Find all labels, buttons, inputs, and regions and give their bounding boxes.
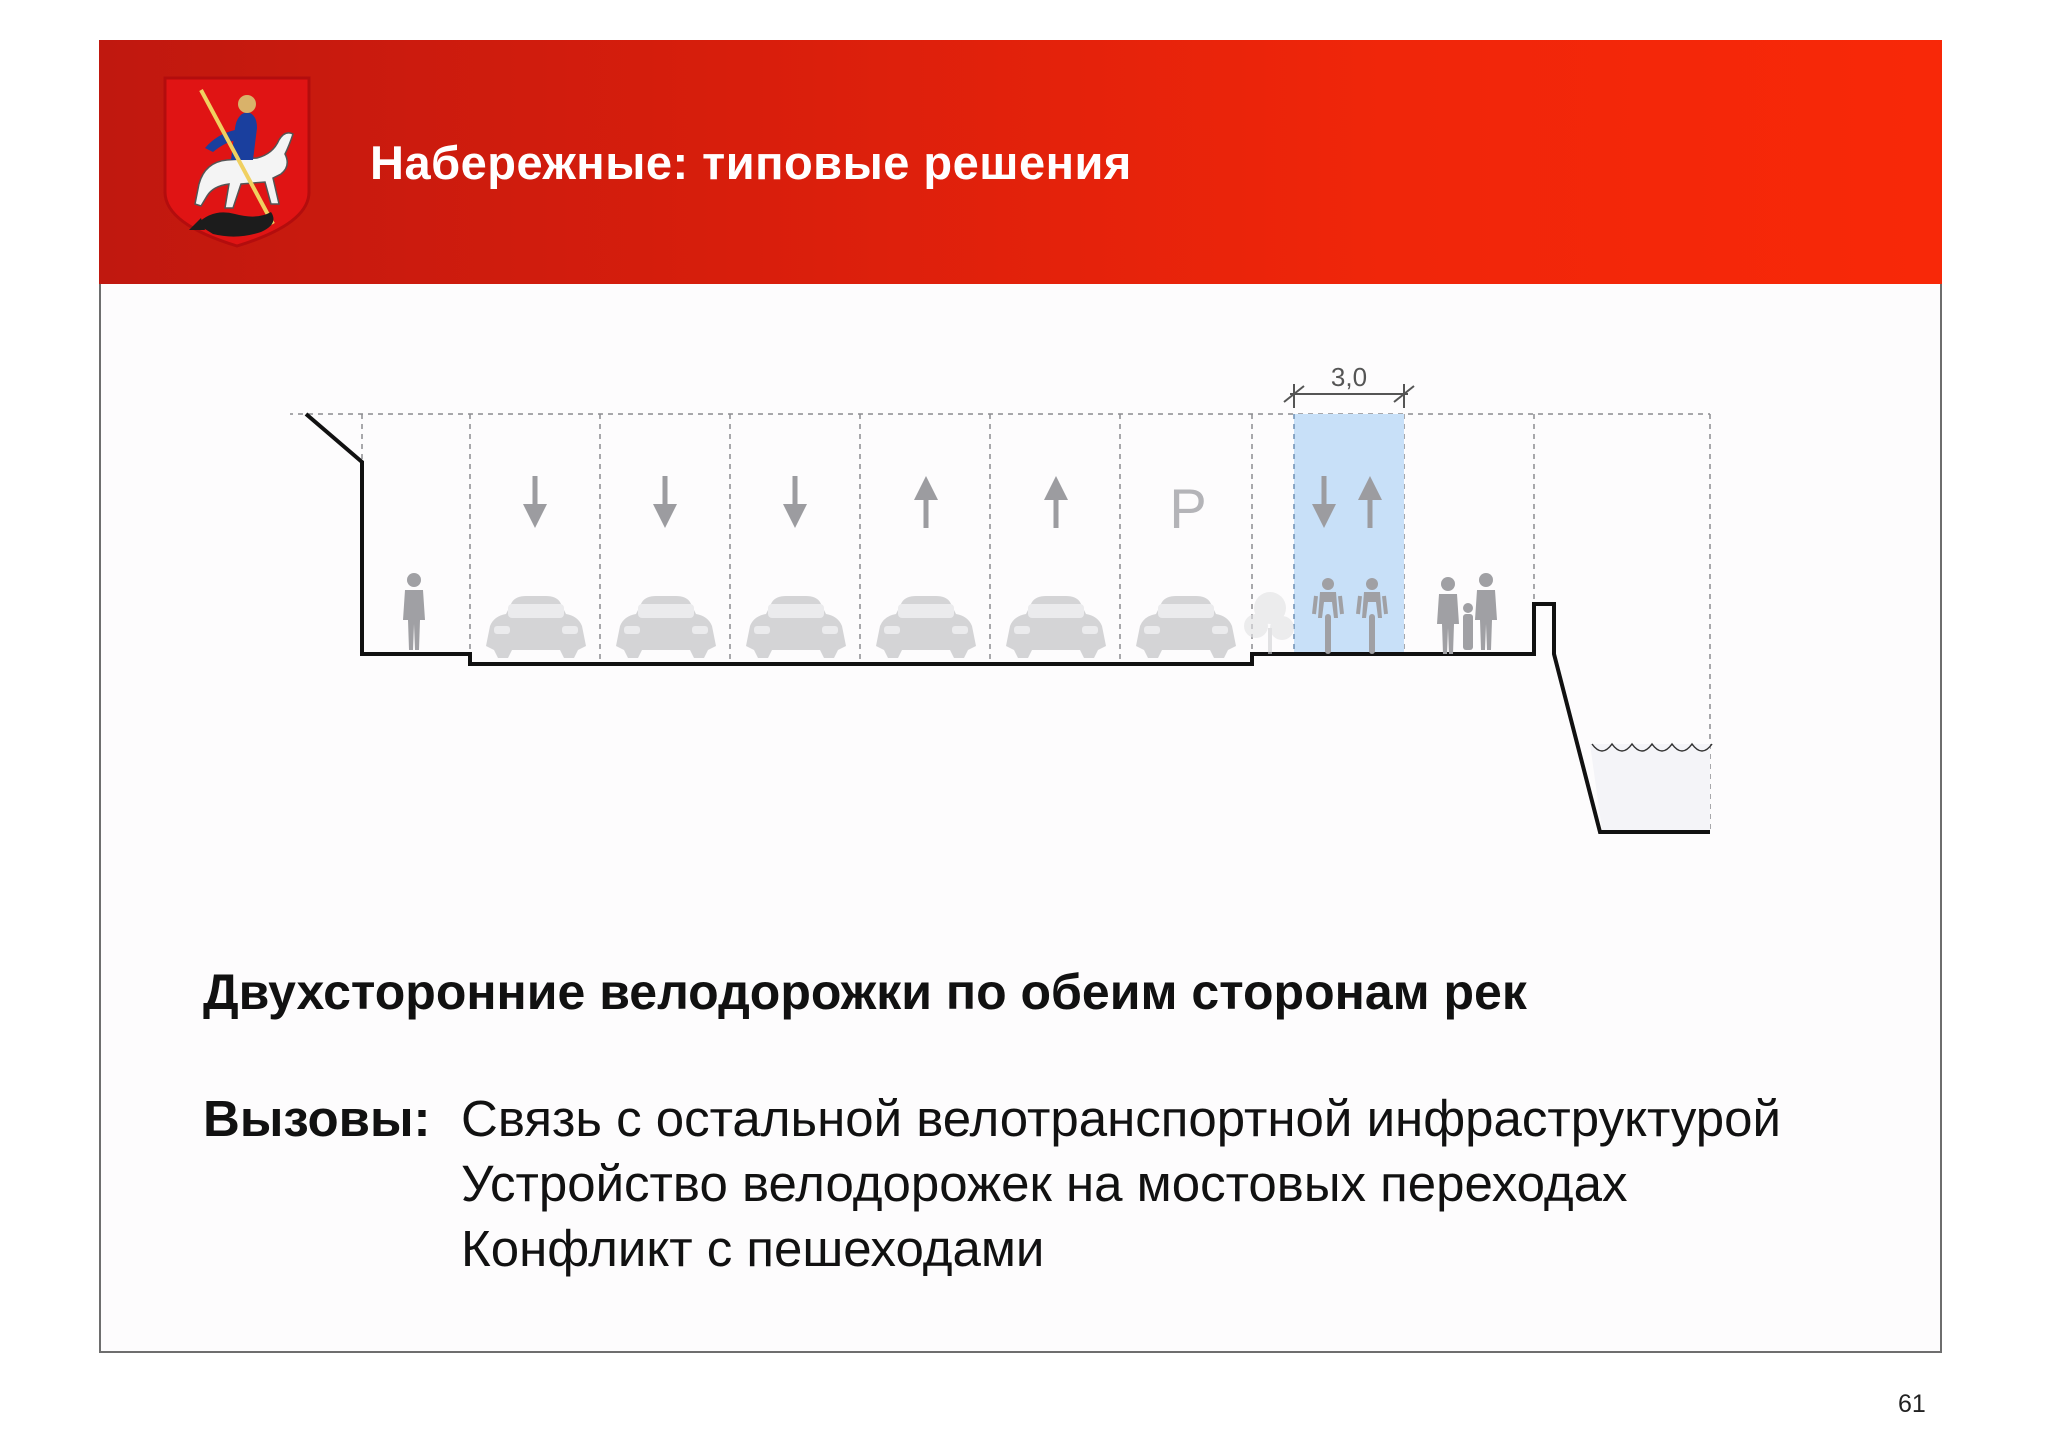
summary-heading: Двухсторонние велодорожки по обеим сторо… — [203, 964, 1527, 1020]
car-icon — [1136, 596, 1236, 658]
parking-label: P — [1169, 477, 1206, 540]
challenges-list: Связь с остальной велотранспортной инфра… — [461, 1086, 1781, 1281]
arrow-up-icon — [914, 476, 938, 528]
header-band — [99, 40, 1942, 284]
arrow-down-icon — [653, 476, 677, 528]
arrow-down-icon — [783, 476, 807, 528]
page-number: 61 — [1898, 1390, 1926, 1418]
challenges-label: Вызовы: — [203, 1090, 431, 1147]
dimension-label: 3,0 — [1331, 362, 1367, 392]
water-waves-icon — [1591, 742, 1713, 752]
moscow-coat-of-arms-icon — [163, 76, 311, 248]
car-icon — [616, 596, 716, 658]
car-icon — [746, 596, 846, 658]
challenge-item: Устройство велодорожек на мостовых перех… — [461, 1155, 1628, 1212]
tree-icon — [1244, 592, 1294, 654]
car-icon — [486, 596, 586, 658]
challenge-item: Связь с остальной велотранспортной инфра… — [461, 1090, 1782, 1147]
car-icon — [1006, 596, 1106, 658]
arrow-down-icon — [523, 476, 547, 528]
car-icon — [876, 596, 976, 658]
dimension-marker — [1283, 384, 1415, 408]
slide-title: Набережные: типовые решения — [370, 136, 1132, 189]
arrow-up-icon — [1044, 476, 1068, 528]
challenge-item: Конфликт с пешеходами — [461, 1220, 1045, 1277]
pedestrian-icon — [403, 573, 425, 650]
street-cross-section-diagram: 3,0 P — [290, 362, 1713, 834]
family-icon — [1437, 573, 1497, 654]
